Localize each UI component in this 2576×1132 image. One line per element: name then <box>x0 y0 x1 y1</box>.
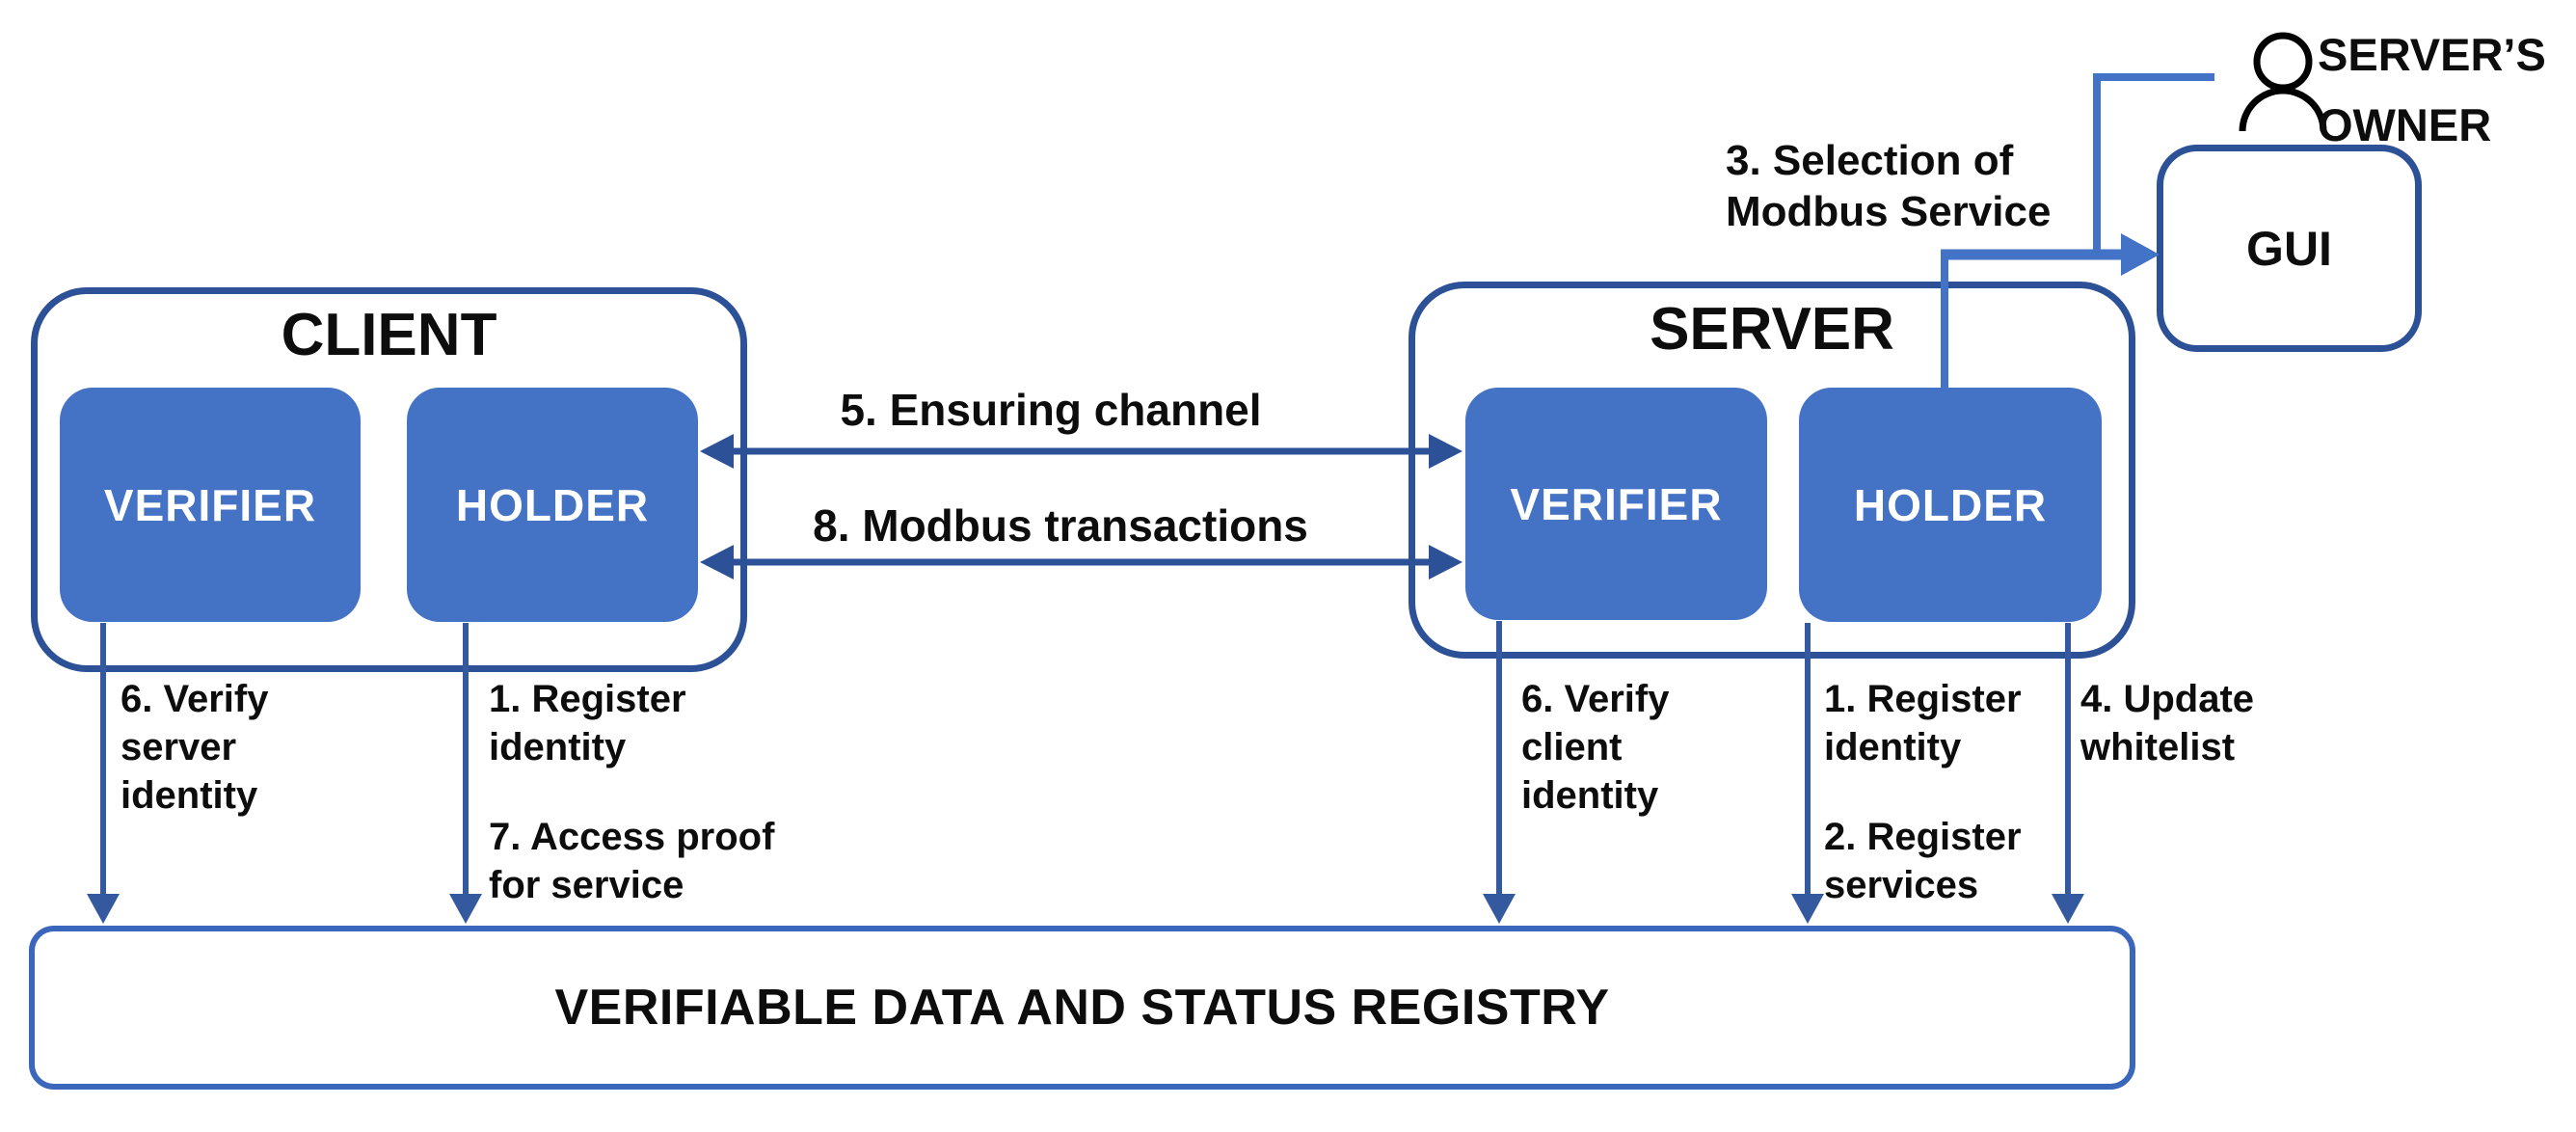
client-title: CLIENT <box>281 302 497 368</box>
verify-server-identity-label: 6. Verify server identity <box>121 678 269 817</box>
client-verifier-box: VERIFIER <box>60 388 361 622</box>
gui-box: GUI <box>2157 145 2422 352</box>
server-verifier-label: VERIFIER <box>1510 478 1723 529</box>
client-register-identity-label: 1. Register identity <box>489 678 686 768</box>
registry-box: VERIFIABLE DATA AND STATUS REGISTRY <box>29 926 2135 1090</box>
registry-title: VERIFIABLE DATA AND STATUS REGISTRY <box>554 980 1610 1036</box>
person-icon <box>2239 32 2327 132</box>
server-verifier-box: VERIFIER <box>1465 388 1767 620</box>
verify-client-identity-label: 6. Verify client identity <box>1521 678 1670 817</box>
client-holder-box: HOLDER <box>407 388 698 622</box>
server-box <box>1409 282 2135 659</box>
client-box <box>31 287 747 672</box>
modbus-transactions-label: 8. Modbus transactions <box>813 500 1308 551</box>
register-services-label: 2. Register services <box>1824 816 2022 906</box>
client-verifier-label: VERIFIER <box>103 479 317 530</box>
server-holder-label: HOLDER <box>1853 479 2048 530</box>
access-proof-for-service-label: 7. Access proof for service <box>489 816 775 906</box>
update-whitelist-label: 4. Update whitelist <box>2080 678 2255 768</box>
ensuring-channel-arrow <box>700 434 1462 469</box>
selection-of-modbus-service-label: 3. Selection of Modbus Service <box>1726 137 2052 235</box>
ensuring-channel-label: 5. Ensuring channel <box>840 385 1262 435</box>
server-holder-box: HOLDER <box>1799 388 2102 622</box>
client-holder-label: HOLDER <box>455 479 650 530</box>
server-title: SERVER <box>1650 296 1894 363</box>
gui-title: GUI <box>2246 221 2332 276</box>
server-owner-label: SERVER’S OWNER <box>2318 29 2546 150</box>
server-register-identity-arrow <box>1791 623 1824 924</box>
update-whitelist-arrow <box>2052 623 2084 924</box>
server-register-identity-label: 1. Register identity <box>1824 678 2022 768</box>
verify-client-identity-arrow <box>1483 621 1516 924</box>
